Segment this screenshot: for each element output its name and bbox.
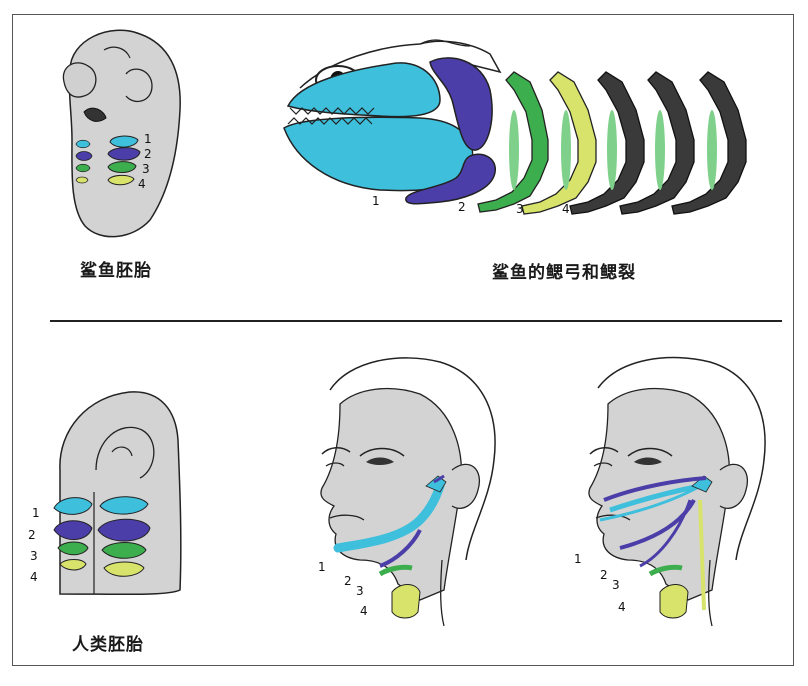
shark-embryo-label-4: 4	[138, 177, 146, 191]
human-embryo-label-3: 3	[30, 549, 38, 563]
human-face-2-label-4: 4	[618, 600, 626, 614]
section-divider	[50, 320, 782, 322]
shark-gill-slit	[509, 110, 519, 190]
shark-gills-label-2: 2	[458, 200, 466, 214]
shark-gills-label-3: 3	[516, 202, 524, 216]
human-face-2-label-2: 2	[600, 568, 608, 582]
shark-embryo-label-1: 1	[144, 132, 152, 146]
human-embryo-label-4: 4	[30, 570, 38, 584]
shark-embryo-figure	[63, 30, 180, 236]
shark-gill-arches-figure	[284, 40, 746, 214]
human-face-1-arch-4	[392, 585, 420, 619]
human-face-1-label-4: 4	[360, 604, 368, 618]
shark-embryo-label-3: 3	[142, 162, 150, 176]
human-face-1-label-2: 2	[344, 574, 352, 588]
human-face-1-label-1: 1	[318, 560, 326, 574]
shark-embryo-arch-3	[108, 162, 136, 173]
shark-embryo-label-2: 2	[144, 147, 152, 161]
human-face-1-label-3: 3	[356, 584, 364, 598]
human-embryo-label-1: 1	[32, 506, 40, 520]
human-face-2-label-1: 1	[574, 552, 582, 566]
shark-embryo-arch-1	[110, 136, 138, 147]
shark-lower-jaw	[284, 117, 473, 190]
caption-shark-embryo: 鲨鱼胚胎	[80, 256, 152, 281]
human-face-2-label-3: 3	[612, 578, 620, 592]
shark-gills-label-1: 1	[372, 194, 380, 208]
human-embryo-figure	[54, 392, 181, 594]
human-embryo-label-2: 2	[28, 528, 36, 542]
shark-gills-label-4: 4	[562, 202, 570, 216]
caption-shark-gills: 鲨鱼的鳃弓和鳃裂	[492, 258, 636, 283]
shark-upper-jaw	[288, 63, 440, 117]
caption-human-embryo: 人类胚胎	[72, 630, 144, 655]
human-face-2-arch-4	[660, 585, 688, 619]
